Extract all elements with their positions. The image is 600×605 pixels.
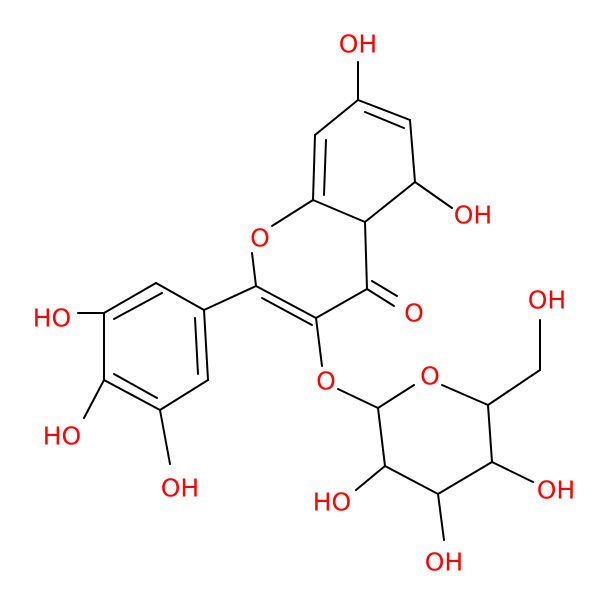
oh-label-b4: HO bbox=[43, 422, 81, 451]
bond bbox=[437, 461, 493, 495]
bond bbox=[487, 369, 541, 406]
bond bbox=[364, 111, 405, 129]
oh-label-s3: OH bbox=[537, 476, 575, 505]
atom-labels: OH OH O O O O OH HO HO OH HO OH OH bbox=[33, 30, 575, 577]
bond bbox=[377, 384, 415, 409]
bond bbox=[437, 493, 445, 541]
bond bbox=[155, 282, 205, 311]
bond bbox=[203, 285, 257, 311]
bond bbox=[203, 309, 209, 381]
bond bbox=[337, 388, 379, 409]
oh-label-ch2: OH bbox=[528, 286, 566, 315]
bond bbox=[355, 465, 386, 491]
bond bbox=[194, 317, 199, 375]
bond bbox=[491, 461, 534, 483]
bond bbox=[83, 379, 105, 419]
bond bbox=[366, 288, 395, 307]
ether-oxygen-label: O bbox=[316, 367, 336, 396]
bond bbox=[357, 99, 411, 121]
bond bbox=[377, 407, 386, 467]
bond bbox=[414, 181, 453, 209]
bond bbox=[364, 221, 368, 290]
bond bbox=[487, 404, 493, 463]
oh-label-s2: HO bbox=[313, 488, 351, 517]
bond bbox=[159, 409, 171, 465]
oh-label-c5: OH bbox=[454, 201, 492, 230]
bond bbox=[261, 297, 313, 326]
bond bbox=[255, 285, 317, 319]
ring-oxygen-label: O bbox=[250, 224, 270, 253]
bond bbox=[159, 379, 209, 411]
bond bbox=[113, 292, 163, 320]
bond-lines bbox=[77, 61, 541, 541]
bond bbox=[409, 119, 416, 183]
oh-label-s4: OH bbox=[425, 548, 463, 577]
bond bbox=[441, 384, 489, 406]
bond bbox=[271, 199, 314, 227]
bond bbox=[323, 139, 327, 196]
bond bbox=[113, 373, 158, 399]
bond bbox=[103, 379, 161, 411]
bond bbox=[103, 282, 157, 314]
bond bbox=[315, 317, 323, 367]
bond bbox=[312, 134, 316, 201]
bond bbox=[251, 252, 257, 287]
bond bbox=[314, 99, 359, 136]
oh-label-c7: OH bbox=[339, 30, 377, 59]
bond bbox=[364, 181, 416, 223]
sugar-ring-oxygen-label: O bbox=[420, 362, 440, 391]
carbonyl-oxygen-label: O bbox=[404, 299, 424, 328]
oh-label-b5: OH bbox=[161, 474, 199, 503]
bond bbox=[384, 465, 439, 495]
bond bbox=[312, 199, 366, 223]
bond bbox=[371, 280, 398, 297]
oh-label-b3: HO bbox=[33, 304, 71, 333]
bond bbox=[315, 288, 368, 319]
